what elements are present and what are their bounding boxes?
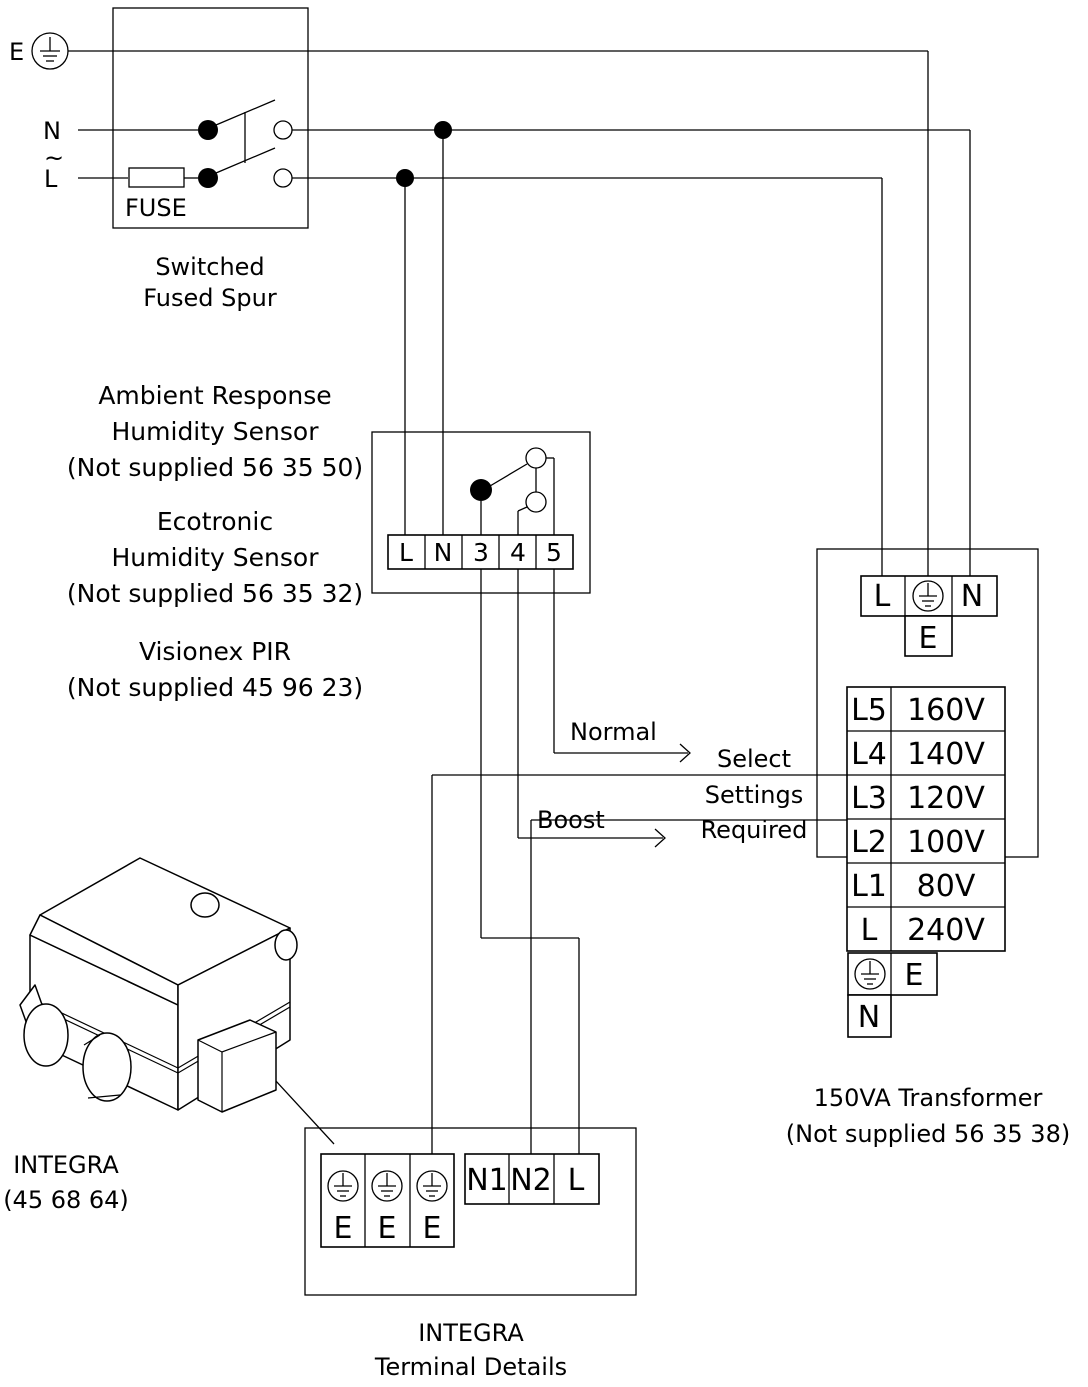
sensor-caption-line-1: Ambient Response bbox=[98, 381, 331, 410]
sensor-switch-common bbox=[470, 479, 492, 501]
integra-earth-terminal-1: E bbox=[334, 1211, 353, 1246]
fuse-label: FUSE bbox=[125, 194, 187, 222]
transformer-input-N: N bbox=[961, 579, 983, 614]
tap-L2-voltage: 100V bbox=[907, 825, 985, 860]
spur-title-line1: Switched bbox=[155, 253, 264, 281]
select-settings-line1: Select bbox=[717, 745, 791, 773]
normal-label: Normal bbox=[570, 718, 657, 746]
sensor-switch-contact-5 bbox=[525, 447, 547, 469]
sensor-box: L N 3 4 5 bbox=[371, 431, 591, 594]
transformer-out-earth-icon bbox=[854, 958, 886, 990]
sensor-terminal-4: 4 bbox=[510, 538, 526, 567]
sensor-caption-line-4: Ecotronic bbox=[157, 507, 273, 536]
sensor-caption-line-7: Visionex PIR bbox=[139, 637, 291, 666]
integra-caption-line1: INTEGRA bbox=[13, 1151, 119, 1179]
select-settings-line3: Required bbox=[701, 816, 808, 844]
boost-label: Boost bbox=[537, 806, 605, 834]
sensor-caption-line-6: (Not supplied 56 35 32) bbox=[67, 579, 363, 608]
transformer: L N E L5 160V L4 140V L3 120V L2 100V L1… bbox=[816, 548, 1039, 1038]
sensor-switch-contact-4 bbox=[525, 491, 547, 513]
transformer-input-E: E bbox=[919, 621, 938, 656]
sensor-terminal-5: 5 bbox=[546, 538, 562, 567]
tap-L3-voltage: 120V bbox=[907, 781, 985, 816]
sensor-caption-line-2: Humidity Sensor bbox=[112, 417, 320, 446]
tap-L-voltage: 240V bbox=[907, 913, 985, 948]
integra-terminal-N2: N2 bbox=[510, 1163, 552, 1198]
integra-details-line1: INTEGRA bbox=[418, 1319, 524, 1347]
supply-neutral-label: N bbox=[43, 117, 61, 145]
wiring bbox=[68, 50, 971, 1154]
sensor-caption-line-5: Humidity Sensor bbox=[112, 543, 320, 572]
sensor-terminal-3: 3 bbox=[473, 538, 489, 567]
supply-live-label: L bbox=[44, 165, 58, 193]
spur-neutral-out-terminal bbox=[273, 120, 293, 140]
integra-earth-icon-2 bbox=[371, 1170, 403, 1202]
integra-earth-terminal-2: E bbox=[378, 1211, 397, 1246]
integra-terminal-L: L bbox=[568, 1163, 585, 1198]
transformer-caption-line1: 150VA Transformer bbox=[814, 1084, 1043, 1112]
sensor-caption-line-3: (Not supplied 56 35 50) bbox=[67, 453, 363, 482]
sensor-terminal-L: L bbox=[399, 538, 413, 567]
supply-live-tilde: ~ bbox=[44, 144, 64, 172]
tap-L2: L2 bbox=[851, 825, 887, 860]
tap-L1-voltage: 80V bbox=[917, 869, 976, 904]
integra-terminal-N1: N1 bbox=[466, 1163, 508, 1198]
supply-earth-label: E bbox=[9, 38, 24, 66]
sensor-caption-line-8: (Not supplied 45 96 23) bbox=[67, 673, 363, 702]
transformer-caption-line2: (Not supplied 56 35 38) bbox=[786, 1120, 1070, 1148]
sensor-terminal-N: N bbox=[434, 538, 453, 567]
integra-caption-line2: (45 68 64) bbox=[3, 1186, 129, 1214]
tap-L4-voltage: 140V bbox=[907, 737, 985, 772]
switched-fused-spur: FUSE bbox=[112, 7, 309, 229]
tap-L4: L4 bbox=[851, 737, 887, 772]
spur-neutral-in-terminal bbox=[198, 120, 218, 140]
tap-L5-voltage: 160V bbox=[907, 693, 985, 728]
transformer-input-L: L bbox=[874, 579, 891, 614]
tap-L: L bbox=[861, 913, 878, 948]
integra-details-line2: Terminal Details bbox=[374, 1353, 567, 1381]
tap-L3: L3 bbox=[851, 781, 887, 816]
integra-unit-illustration bbox=[19, 857, 298, 1113]
spur-live-in-terminal bbox=[198, 168, 218, 188]
transformer-out-neutral: N bbox=[858, 1000, 880, 1035]
tap-L5: L5 bbox=[851, 693, 887, 728]
tap-L1: L1 bbox=[851, 869, 887, 904]
integra-terminal-box: E E E N1 N2 L bbox=[304, 1127, 637, 1296]
spur-live-out-terminal bbox=[273, 168, 293, 188]
supply-earth-icon bbox=[31, 32, 69, 70]
transformer-earth-icon bbox=[912, 580, 944, 612]
fuse-symbol bbox=[128, 167, 185, 188]
integra-earth-terminal-3: E bbox=[423, 1211, 442, 1246]
select-settings-line2: Settings bbox=[705, 781, 803, 809]
transformer-out-earth: E bbox=[905, 958, 924, 993]
integra-earth-icon-1 bbox=[327, 1170, 359, 1202]
spur-title-line2: Fused Spur bbox=[143, 284, 277, 312]
sensor-caption: Ambient Response Humidity Sensor (Not su… bbox=[67, 381, 363, 702]
integra-earth-icon-3 bbox=[416, 1170, 448, 1202]
